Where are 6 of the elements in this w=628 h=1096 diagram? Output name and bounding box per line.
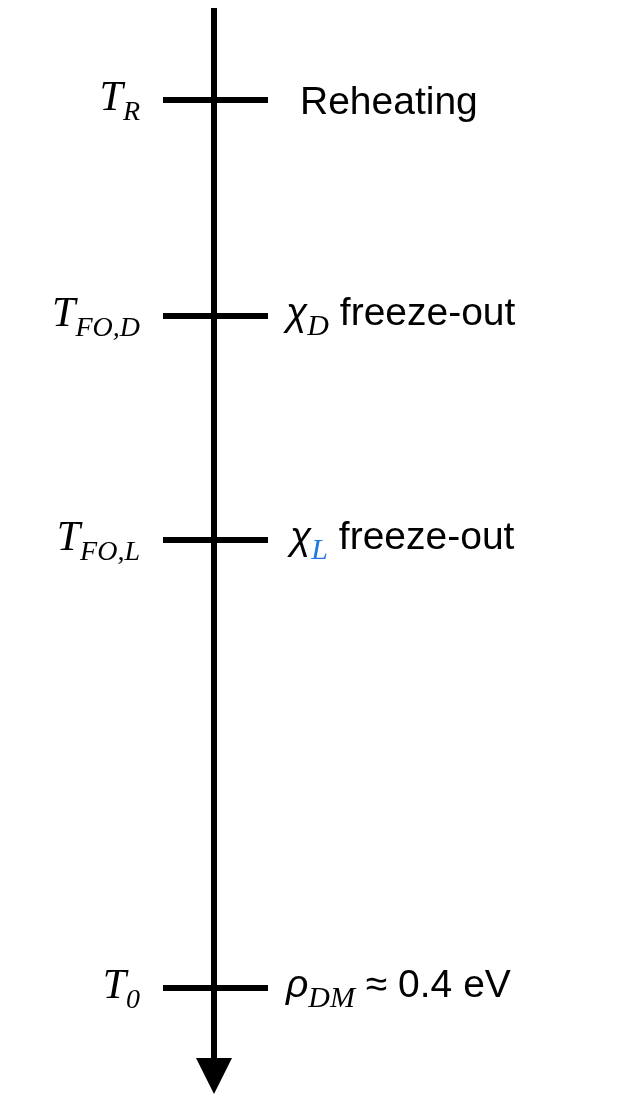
temperature-label: T$_{FO,D}$ bbox=[52, 291, 140, 341]
event-label: Reheating bbox=[300, 80, 478, 120]
event-label: ρ$_{DM}$ ≈ 0.4 eV bbox=[286, 963, 511, 1013]
temperature-label: T$_{FO,L}$ bbox=[56, 515, 140, 565]
temperature-label: T$_{0}$ bbox=[102, 963, 140, 1013]
temperature-label: T$_{R}$ bbox=[99, 75, 140, 125]
